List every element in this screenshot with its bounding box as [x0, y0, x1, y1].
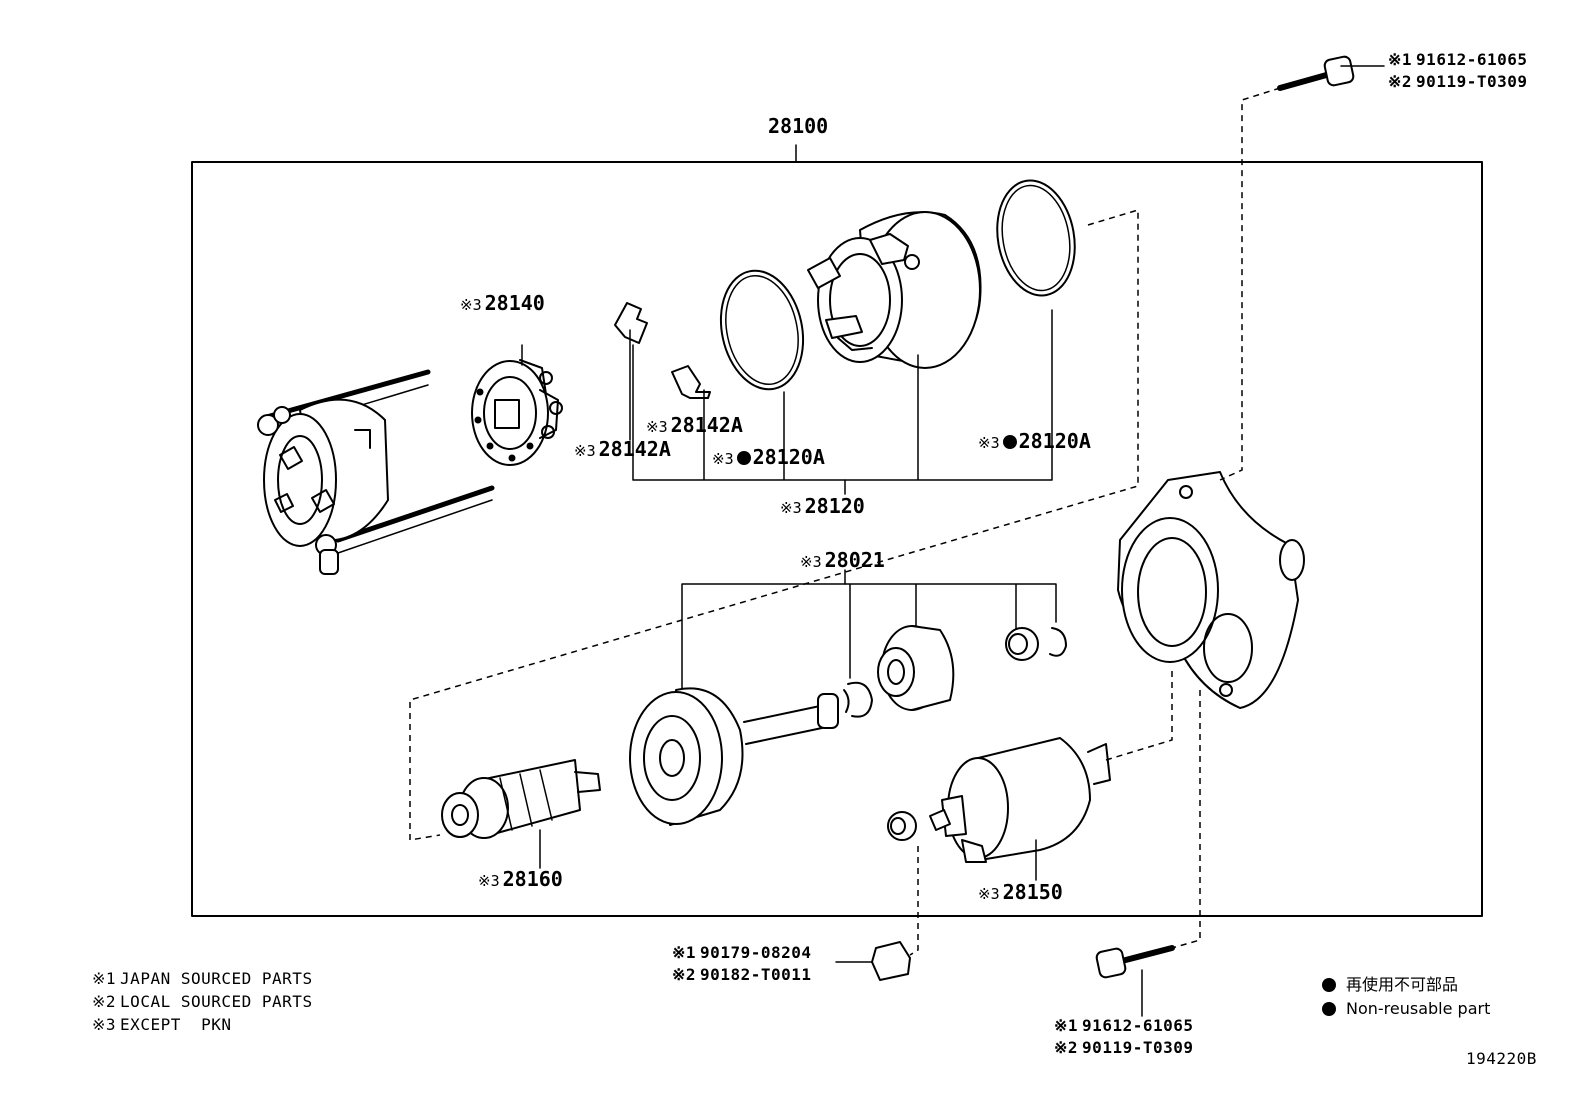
legend-en: Non-reusable part: [1322, 999, 1490, 1019]
bearing-drawing: [1005, 627, 1039, 661]
note-text: EXCEPT PKN: [120, 1015, 232, 1034]
non-reusable-dot: [736, 451, 751, 465]
part-number: 90182-T0011: [700, 965, 812, 984]
top-bolt-drawing: [1277, 55, 1385, 91]
sourcing-mark: ※3: [780, 499, 802, 517]
clip-lower-drawing: [671, 365, 711, 399]
clip-upper-drawing: [614, 302, 648, 344]
part-number: 91612-61065: [1416, 50, 1528, 69]
part-number: 28140: [484, 291, 545, 315]
sourcing-mark: ※3: [978, 434, 1000, 452]
part-number: 28120A: [752, 445, 825, 469]
sourcing-mark: ※3: [460, 296, 482, 314]
o-ring-right-inner: [1001, 184, 1071, 292]
part-label-28120A-left: ※3 28120A: [712, 446, 825, 470]
non-reusable-dot: [1322, 978, 1336, 992]
part-number: 28142A: [670, 413, 743, 437]
dash-yoke: [409, 208, 1139, 841]
o-ring-right-drawing: [996, 179, 1076, 297]
sourcing-mark: ※2: [1388, 72, 1413, 91]
clutch-drawing: [877, 625, 955, 711]
part-number: 90119-T0309: [1416, 72, 1528, 91]
sourcing-mark: ※3: [478, 872, 500, 890]
bottom-bolt-drawing: [1095, 945, 1175, 1017]
bracket-28120: [632, 309, 1053, 481]
sourcing-mark: ※3: [712, 450, 734, 468]
part-number: 28120A: [1018, 429, 1091, 453]
end-frame-drawing: [257, 369, 495, 575]
sourcing-mark: ※1: [1054, 1016, 1079, 1035]
dash-solenoid: [1105, 668, 1173, 761]
drive-housing-drawing: [1117, 471, 1305, 709]
figure-id: 194220B: [1466, 1049, 1537, 1068]
sourcing-mark: ※1: [1388, 50, 1413, 69]
non-reusable-dot: [1002, 435, 1017, 449]
note-mark: ※3: [92, 1015, 117, 1034]
assembly-frame: [191, 161, 1483, 917]
note-text: LOCAL SOURCED PARTS: [120, 992, 313, 1011]
assembly-number: 28100: [768, 114, 829, 138]
part-number: 90179-08204: [700, 943, 812, 962]
bracket-28021: [681, 583, 1057, 691]
sourcing-mark: ※3: [574, 442, 596, 460]
dash-top-bolt: [1219, 87, 1281, 481]
o-ring-left-inner: [725, 274, 799, 386]
part-number: 28150: [1002, 880, 1063, 904]
sourcing-mark: ※3: [646, 418, 668, 436]
gear-housing-drawing: [629, 687, 839, 826]
dash-nut: [909, 846, 919, 956]
note-mark: ※1: [92, 969, 117, 988]
nut-drawing: [835, 941, 911, 981]
sourcing-mark: ※2: [672, 965, 697, 984]
solenoid-drawing: [929, 737, 1111, 881]
part-number: 28021: [824, 548, 885, 572]
part-number: 90119-T0309: [1082, 1038, 1194, 1057]
part-number: 28160: [502, 867, 563, 891]
armature-drawing: [441, 759, 601, 869]
legend-text-jp: 再使用不可部品: [1346, 975, 1459, 994]
sourcing-mark: ※3: [978, 885, 1000, 903]
brush-holder-drawing: [471, 344, 563, 466]
part-number: 91612-61065: [1082, 1016, 1194, 1035]
clip-ring-drawing: [1049, 627, 1067, 657]
part-number: 28142A: [598, 437, 671, 461]
legend-jp: 再使用不可部品: [1322, 975, 1458, 995]
part-number: 28120: [804, 494, 865, 518]
part-label-28120A-right: ※3 28120A: [978, 430, 1091, 454]
note-text: JAPAN SOURCED PARTS: [120, 969, 313, 988]
yoke-drawing: [807, 211, 982, 369]
sourcing-mark: ※1: [672, 943, 697, 962]
snap-ring-drawing: [843, 681, 873, 718]
legend-text-en: Non-reusable part: [1346, 999, 1491, 1018]
dash-bottom-bolt: [1171, 690, 1201, 949]
note-mark: ※2: [92, 992, 117, 1011]
sourcing-mark: ※2: [1054, 1038, 1079, 1057]
cap-drawing: [887, 811, 917, 841]
o-ring-left-drawing: [719, 269, 805, 391]
sourcing-mark: ※3: [800, 553, 822, 571]
non-reusable-dot: [1322, 1002, 1336, 1016]
